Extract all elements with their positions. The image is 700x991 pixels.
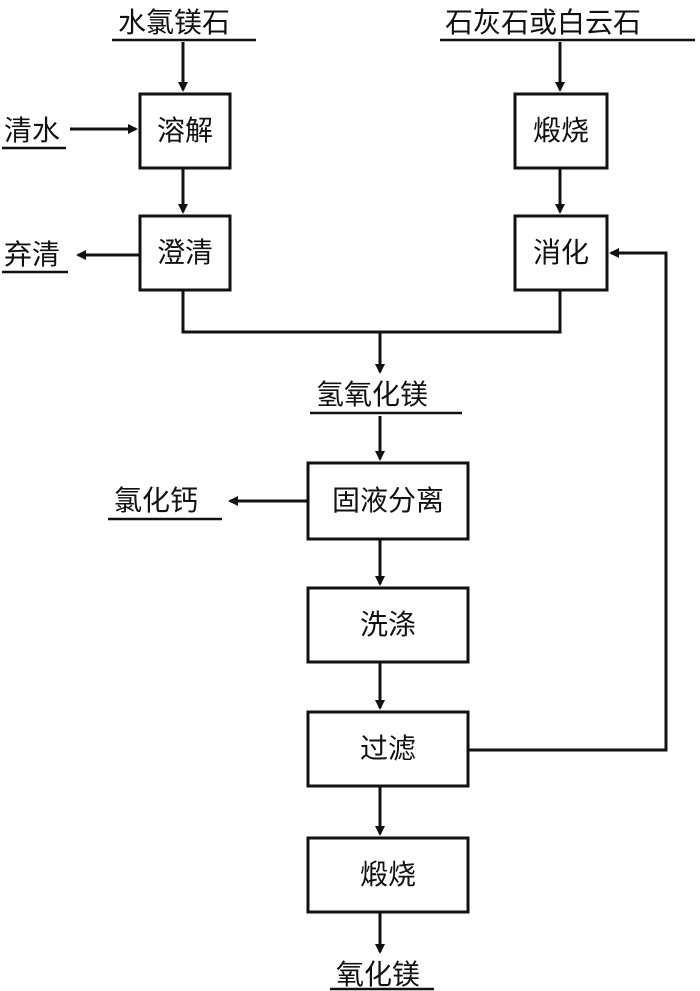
- box-filter-label: 过滤: [360, 732, 416, 765]
- box-calcine-bottom-label: 煅烧: [360, 858, 416, 891]
- box-dissolve-label: 溶解: [157, 114, 213, 147]
- svg-text:水氯镁石: 水氯镁石: [118, 6, 230, 39]
- svg-text:氯化钙: 氯化钙: [114, 484, 198, 517]
- box-clarify-label: 澄清: [157, 236, 213, 269]
- box-filter: [306, 710, 470, 788]
- svg-text:石灰石或白云石: 石灰石或白云石: [445, 6, 641, 39]
- box-wash: [306, 586, 470, 664]
- recycle-filter-to-digest: [468, 248, 668, 752]
- label-magnesium-oxide: 氧化镁: [330, 958, 434, 991]
- box-separate-label: 固液分离: [332, 484, 444, 517]
- svg-text:氧化镁: 氧化镁: [336, 958, 420, 991]
- svg-text:氢氧化镁: 氢氧化镁: [316, 378, 428, 411]
- box-wash-label: 洗涤: [360, 608, 416, 641]
- box-digest: [513, 214, 609, 292]
- label-limestone-dolomite: 石灰石或白云石: [440, 6, 695, 42]
- merge-line: [181, 290, 562, 334]
- box-digest-label: 消化: [533, 236, 589, 269]
- box-calcine-bottom: [306, 836, 470, 914]
- label-clean-water: 清水: [2, 114, 66, 150]
- label-bischofite: 水氯镁石: [112, 6, 256, 42]
- svg-text:弃清: 弃清: [4, 238, 60, 271]
- box-dissolve: [138, 92, 232, 170]
- box-calcine-top-label: 煅烧: [533, 114, 589, 147]
- box-clarify: [138, 214, 232, 292]
- label-discard-clear: 弃清: [2, 238, 68, 274]
- label-calcium-chloride: 氯化钙: [108, 484, 222, 521]
- label-magnesium-hydroxide: 氢氧化镁: [310, 378, 462, 415]
- svg-text:清水: 清水: [4, 114, 60, 147]
